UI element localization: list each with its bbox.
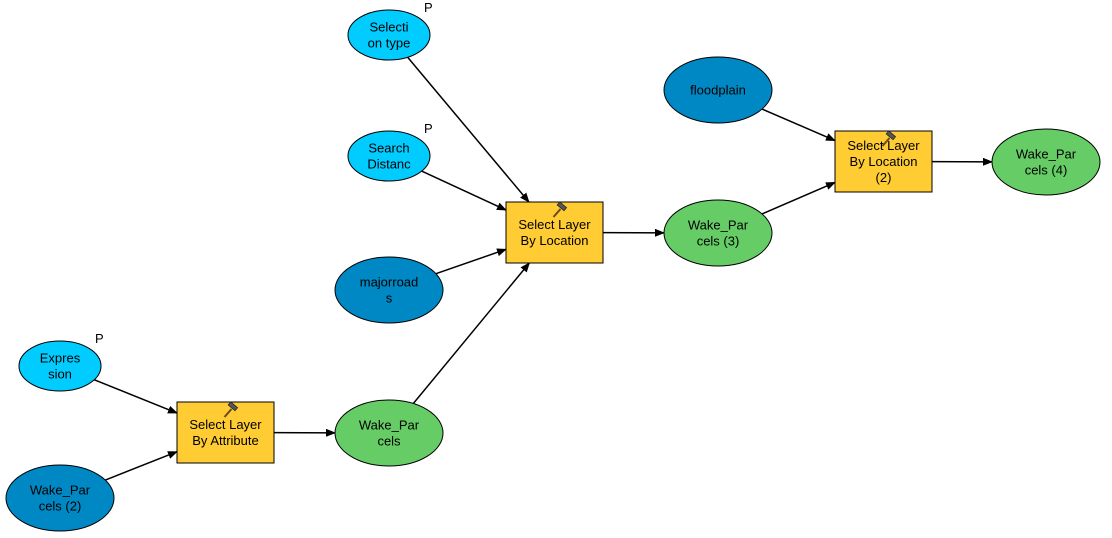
connector-wake_parcels_3-to-select_by_location_2[interactable] [761, 181, 836, 215]
connector-expression-to-select_by_attribute[interactable] [93, 379, 178, 414]
node-label-line: Select Layer [189, 417, 262, 432]
node-label-line: Wake_Par [688, 218, 749, 233]
derived-data-ellipse[interactable] [663, 199, 773, 267]
connector-layer [93, 56, 994, 481]
parameter-marker: P [424, 121, 433, 136]
node-label-line: majorroad [360, 275, 419, 290]
variable-ellipse[interactable] [347, 9, 431, 61]
node-label-line: Select Layer [518, 217, 591, 232]
tool-box[interactable] [834, 130, 933, 193]
node-label-line: Search [368, 141, 409, 156]
connector-search_distance-to-select_by_location[interactable] [421, 170, 507, 211]
connector-wake_parcels-to-select_by_location[interactable] [412, 262, 530, 405]
hammer-icon [552, 201, 568, 218]
node-label-line: s [386, 291, 393, 306]
connector-floodplain-to-select_by_location_2[interactable] [761, 108, 836, 142]
node-label-line: Selecti [369, 20, 408, 35]
node-label-line: floodplain [690, 83, 746, 98]
node-floodplain[interactable]: floodplain [663, 56, 773, 124]
node-label-line: By Location [850, 154, 918, 169]
node-label-line: By Location [521, 233, 589, 248]
variable-ellipse[interactable] [18, 340, 102, 392]
node-label-line: (2) [876, 170, 892, 185]
node-label-line: cels [377, 434, 401, 449]
tool-box[interactable] [176, 401, 275, 464]
connector-wake_parcels_2-to-select_by_attribute[interactable] [105, 450, 178, 481]
parameter-marker: P [424, 0, 433, 15]
variable-ellipse[interactable] [347, 130, 431, 182]
input-data-ellipse[interactable] [5, 464, 115, 532]
input-data-ellipse[interactable] [334, 256, 444, 324]
node-label-line: Wake_Par [1016, 147, 1077, 162]
connector-selection_type-to-select_by_location[interactable] [407, 56, 530, 203]
node-label-line: cels (3) [697, 234, 740, 249]
tool-box[interactable] [505, 201, 604, 264]
node-label-line: By Attribute [192, 433, 258, 448]
node-label-line: Expres [40, 351, 81, 366]
derived-data-ellipse[interactable] [334, 399, 444, 467]
node-label-line: sion [48, 367, 72, 382]
node-label-line: on type [368, 36, 411, 51]
input-data-ellipse[interactable] [663, 56, 773, 124]
node-label-line: cels (4) [1025, 163, 1068, 178]
hammer-icon [881, 130, 897, 147]
node-label-line: cels (2) [39, 499, 82, 514]
node-label-line: Wake_Par [30, 483, 91, 498]
derived-data-ellipse[interactable] [991, 128, 1101, 196]
hammer-icon [223, 401, 239, 418]
node-label-line: Distanc [367, 157, 411, 172]
parameter-marker: P [95, 331, 104, 346]
connector-majorroads-to-select_by_location[interactable] [435, 248, 507, 275]
node-label-line: Wake_Par [359, 418, 420, 433]
